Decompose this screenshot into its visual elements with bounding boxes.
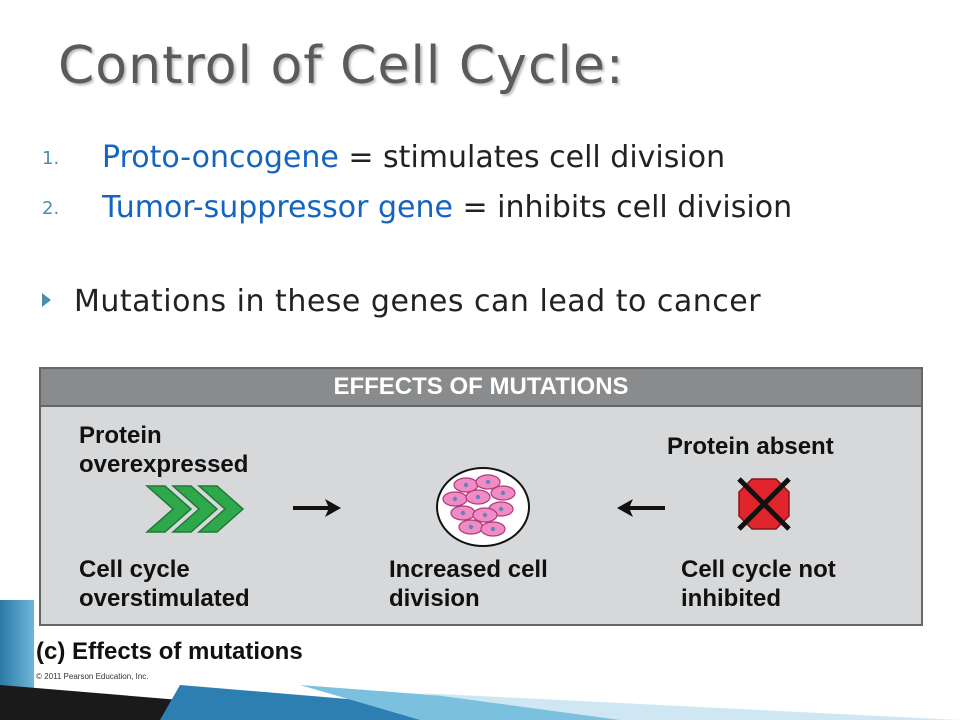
right-arrow-icon: [293, 499, 341, 517]
right-bottom-label: Cell cycle not inhibited: [681, 555, 836, 613]
label-line: Cell cycle not: [681, 556, 836, 583]
effects-figure: EFFECTS OF MUTATIONS Protein overexpress…: [39, 367, 923, 626]
bottom-decor-stripes: [0, 685, 960, 720]
label-line: Cell cycle: [79, 556, 190, 583]
label-line: overstimulated: [79, 585, 250, 612]
list-number: 2.: [42, 198, 60, 219]
left-top-label: Protein overexpressed: [79, 421, 248, 479]
list-text: Tumor-suppressor gene = inhibits cell di…: [102, 190, 792, 225]
term-proto-oncogene: Proto-oncogene: [102, 140, 339, 175]
label-line: Protein absent: [667, 433, 834, 460]
definition-text: = stimulates cell division: [338, 140, 726, 175]
list-number: 1.: [42, 148, 60, 169]
right-top-label: Protein absent: [667, 432, 834, 461]
label-line: division: [389, 585, 480, 612]
label-line: Protein: [79, 422, 162, 449]
figure-header: EFFECTS OF MUTATIONS: [41, 369, 921, 407]
left-bottom-label: Cell cycle overstimulated: [79, 555, 250, 613]
left-arrow-icon: [617, 499, 665, 517]
stop-x-icon: [737, 477, 791, 531]
label-line: overexpressed: [79, 451, 249, 478]
list-text: Proto-oncogene = stimulates cell divisio…: [102, 140, 725, 175]
term-tumor-suppressor: Tumor-suppressor gene: [102, 190, 453, 225]
bullet-text: Mutations in these genes can lead to can…: [74, 284, 762, 319]
slide-title: Control of Cell Cycle:: [58, 36, 625, 96]
figure-caption: (c) Effects of mutations: [36, 638, 303, 665]
green-chevrons-icon: [145, 485, 245, 533]
label-line: Increased cell: [389, 556, 548, 583]
bullet-arrow-icon: [42, 293, 51, 307]
definition-text: = inhibits cell division: [452, 190, 793, 225]
dividing-cells-icon: [436, 467, 530, 547]
label-line: inhibited: [681, 585, 781, 612]
copyright-text: © 2011 Pearson Education, Inc.: [36, 672, 149, 681]
center-bottom-label: Increased cell division: [389, 555, 548, 613]
